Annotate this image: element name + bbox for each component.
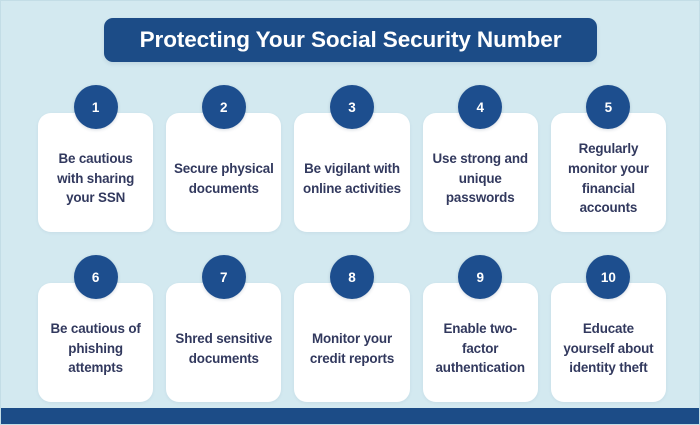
tip-label-9: Enable two-factor authentication xyxy=(435,321,526,376)
tip-number-badge-8: 8 xyxy=(330,255,374,299)
tip-number-badge-7: 7 xyxy=(201,255,246,299)
tip-label-6: Be cautious of phishing attempts xyxy=(50,321,141,376)
tips-row-1: 1 Be cautious with sharing your SSN 2 Se… xyxy=(38,85,667,232)
tip-number-badge-4: 4 xyxy=(458,85,503,129)
tip-card-7[interactable]: 7 Shred sensitive documents xyxy=(166,255,282,402)
tip-label-1: Be cautious with sharing your SSN xyxy=(57,151,135,206)
tip-number-badge-9: 9 xyxy=(458,255,503,299)
tip-card-2[interactable]: 2 Secure physical documents xyxy=(166,85,282,232)
tip-label-8: Monitor your credit reports xyxy=(309,330,395,366)
tip-number-badge-2: 2 xyxy=(201,85,246,129)
page-title: Protecting Your Social Security Number xyxy=(139,27,562,52)
tip-label-4: Use strong and unique passwords xyxy=(432,151,529,206)
tip-label-10: Educate yourself about identity theft xyxy=(563,321,654,376)
tip-card-6[interactable]: 6 Be cautious of phishing attempts xyxy=(38,255,154,402)
tips-row-2: 6 Be cautious of phishing attempts 7 Shr… xyxy=(38,255,667,402)
tip-number-badge-1: 1 xyxy=(73,85,118,129)
bottom-accent-bar xyxy=(0,408,700,425)
tip-label-7: Shred sensitive documents xyxy=(175,330,273,366)
tip-label-5: Regularly monitor your financial account… xyxy=(568,141,649,216)
page-title-banner: Protecting Your Social Security Number xyxy=(104,18,597,62)
tip-label-3: Be vigilant with online activities xyxy=(303,160,401,196)
tip-card-4[interactable]: 4 Use strong and unique passwords xyxy=(422,85,538,232)
tip-number-badge-10: 10 xyxy=(586,255,631,299)
tip-card-9[interactable]: 9 Enable two-factor authentication xyxy=(422,255,538,402)
tip-label-2: Secure physical documents xyxy=(173,160,274,196)
tip-card-5[interactable]: 5 Regularly monitor your financial accou… xyxy=(550,85,667,232)
tip-number-badge-5: 5 xyxy=(586,85,631,129)
tip-card-10[interactable]: 10 Educate yourself about identity theft xyxy=(550,255,667,402)
tip-card-8[interactable]: 8 Monitor your credit reports xyxy=(294,255,410,402)
tip-card-3[interactable]: 3 Be vigilant with online activities xyxy=(294,85,410,232)
tip-number-badge-6: 6 xyxy=(73,255,118,299)
tip-number-badge-3: 3 xyxy=(330,85,374,129)
tip-card-1[interactable]: 1 Be cautious with sharing your SSN xyxy=(38,85,154,232)
